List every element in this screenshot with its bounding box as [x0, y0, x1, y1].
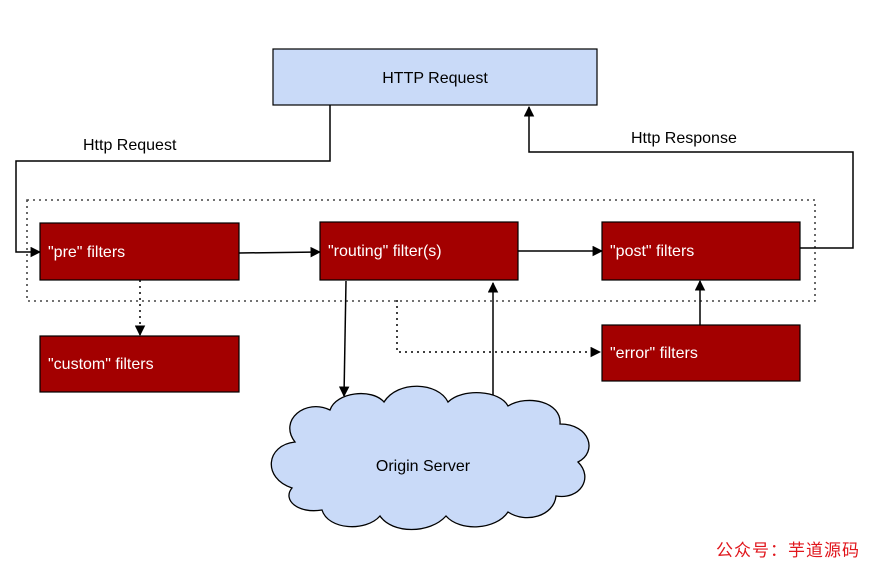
origin-server-label: Origin Server	[376, 458, 471, 475]
origin-server-cloud: Origin Server	[270, 385, 590, 531]
http-request-edge-label: Http Request	[83, 137, 177, 154]
http-request-box: HTTP Request	[272, 48, 598, 106]
pre-filters-label: "pre" filters	[48, 244, 125, 261]
http-request-label: HTTP Request	[382, 70, 488, 87]
pre-to-routing-arrow	[238, 246, 322, 258]
routing-filters-rect	[319, 221, 519, 281]
post-filters-rect	[601, 221, 801, 281]
request-connector	[15, 105, 331, 258]
error-filters-box: "error" filters	[601, 324, 801, 382]
post-filters-label: "post" filters	[610, 243, 694, 260]
post-filters-box: "post" filters	[601, 221, 801, 281]
pre-filters-rect	[39, 222, 240, 281]
custom-filters-box: "custom" filters	[39, 335, 240, 393]
custom-filters-rect	[39, 335, 240, 393]
error-filters-rect	[601, 324, 801, 382]
routing-to-error-arrow	[396, 300, 602, 358]
watermark-text: 公众号：芋道源码	[716, 541, 860, 561]
response-connector	[523, 105, 854, 249]
routing-to-origin-arrow	[338, 280, 350, 398]
cloud-shape	[270, 385, 590, 531]
http-response-edge-label: Http Response	[631, 130, 737, 147]
custom-filters-label: "custom" filters	[48, 356, 154, 373]
pre-filters-box: "pre" filters	[39, 222, 240, 281]
routing-filters-label: "routing" filter(s)	[328, 243, 442, 260]
error-filters-label: "error" filters	[610, 345, 698, 362]
http-request-rect	[272, 48, 598, 106]
routing-filters-box: "routing" filter(s)	[319, 221, 519, 281]
